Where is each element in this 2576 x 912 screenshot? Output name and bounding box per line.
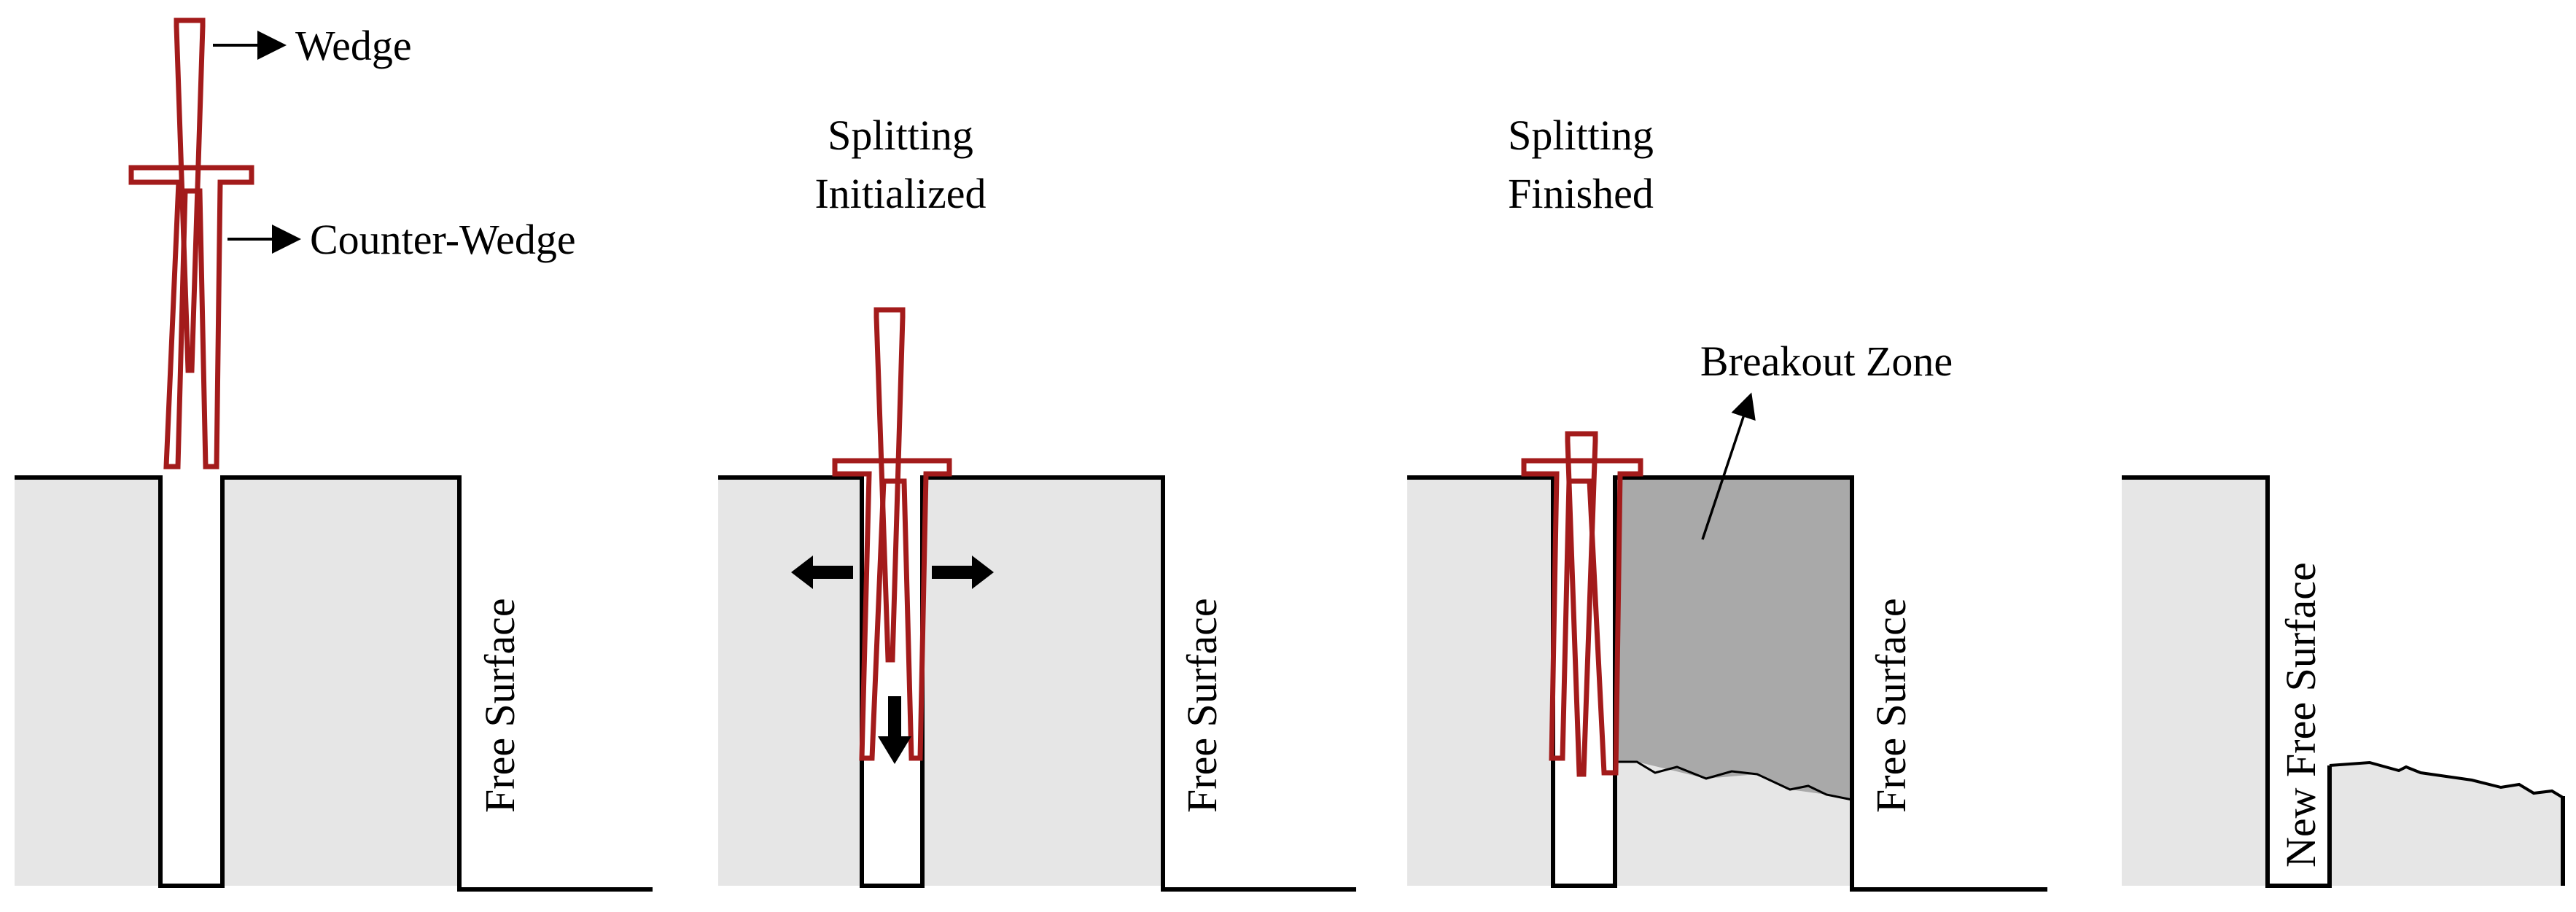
panel-setup: Wedge Counter-Wedge Free Surface <box>15 17 653 892</box>
right-force-arrow <box>932 556 994 589</box>
breakout-zone <box>1615 478 1852 800</box>
splitting-initialized-title-line2: Initialized <box>814 170 986 217</box>
counter-wedge <box>128 165 254 469</box>
splitting-finished-title-line1: Splitting <box>1508 112 1654 159</box>
down-force-arrow <box>878 696 911 764</box>
free-surface-label: Free Surface <box>1178 598 1226 813</box>
breakout-zone-leader-arrow <box>1701 392 1756 540</box>
rock-outline <box>15 475 653 892</box>
rock-outline <box>2122 475 2332 888</box>
splitting-initialized-title-line1: Splitting <box>828 112 973 159</box>
breakout-zone-label: Breakout Zone <box>1700 338 1953 385</box>
panel-splitting-finished: Splitting Finished Breakout Zone Free Su… <box>1407 112 2047 892</box>
crack-line <box>1615 760 1853 801</box>
panel-result: New Free Surface <box>2122 475 2565 888</box>
wedge <box>873 307 906 663</box>
wedge <box>174 17 206 373</box>
free-surface-label: Free Surface <box>1867 598 1915 813</box>
wedge-label: Wedge <box>295 22 412 69</box>
new-free-surface-label: New Free Surface <box>2277 562 2324 868</box>
wedge <box>1565 431 1598 777</box>
rock-block <box>15 478 459 886</box>
rock-block <box>2122 478 2563 886</box>
rock-block <box>718 478 1163 886</box>
rock-block <box>1407 478 1852 886</box>
counter-wedge-label: Counter-Wedge <box>310 216 576 263</box>
splitting-finished-title-line2: Finished <box>1508 170 1654 217</box>
free-surface-label: Free Surface <box>476 598 524 813</box>
left-force-arrow <box>791 556 853 589</box>
panel-splitting-initialized: Splitting Initialized Free Surface <box>718 112 1356 892</box>
new-free-surface-edge <box>2329 760 2564 799</box>
